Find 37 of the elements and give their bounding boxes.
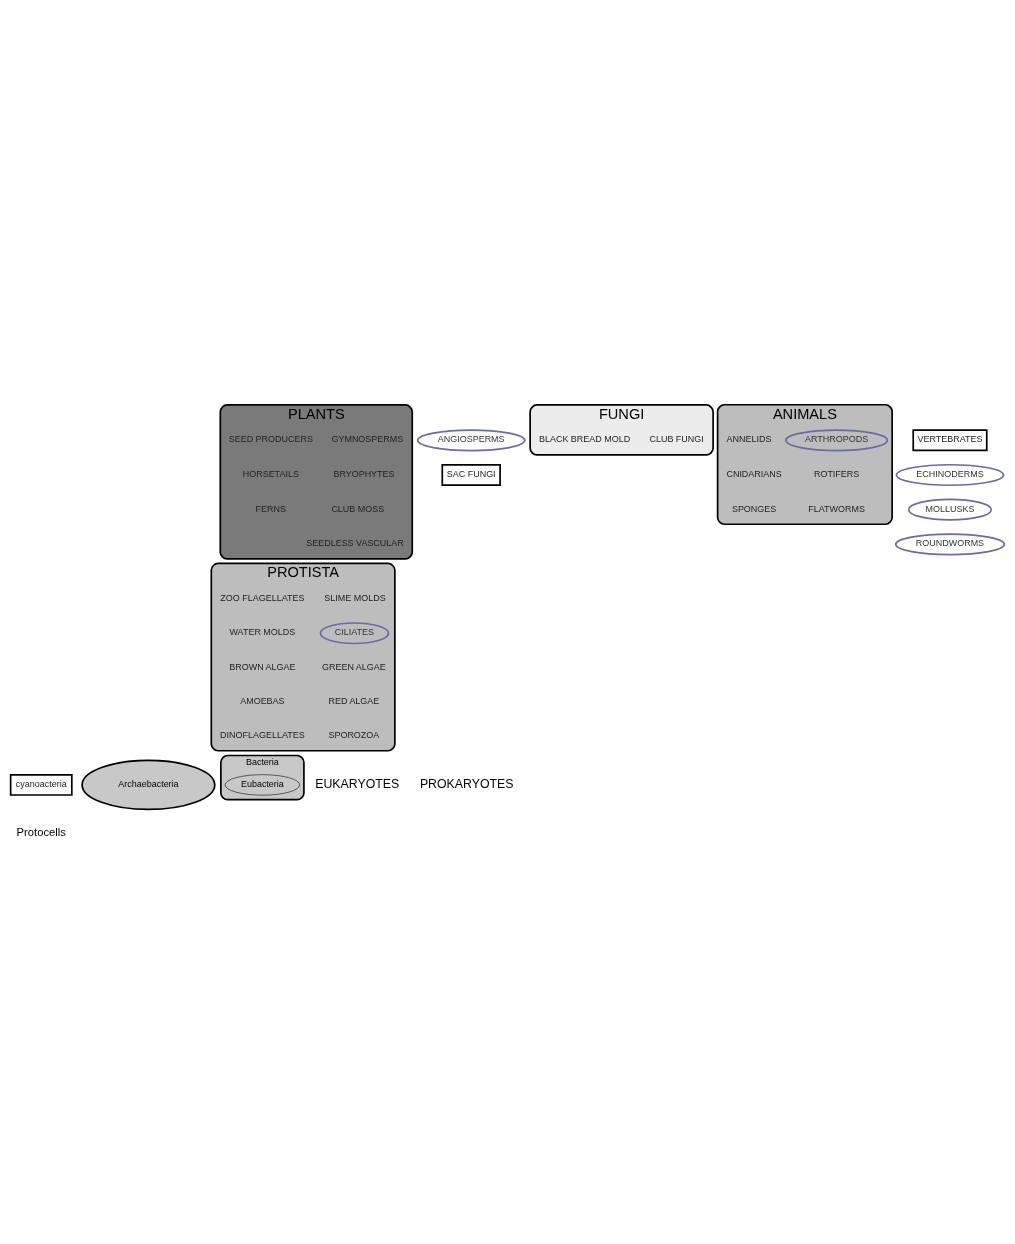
- node-text: SPOROZOA: [328, 730, 380, 741]
- node-ellipse: ROUNDWORMS: [894, 533, 1006, 556]
- node-box: VERTEBRATES: [912, 429, 988, 452]
- node-text: WATER MOLDS: [229, 627, 296, 638]
- node-text: CNIDARIANS: [726, 469, 782, 480]
- node-ellipse: ECHINODERMS: [895, 463, 1005, 487]
- label: Protocells: [16, 826, 66, 839]
- node-text: SPONGES: [731, 503, 777, 514]
- node-text: RED ALGAE: [328, 696, 380, 707]
- node-text: SEED PRODUCERS: [228, 434, 313, 445]
- node-text: GREEN ALGAE: [321, 661, 386, 672]
- node-text: SLIME MOLDS: [324, 592, 386, 603]
- node-box: SAC FUNGI: [441, 464, 501, 486]
- node-ellipse: MOLLUSKS: [907, 498, 993, 521]
- node-text: CLUB MOSS: [331, 503, 385, 514]
- label: PROKARYOTES: [419, 777, 514, 792]
- node-ellipse: ANGIOSPERMS: [416, 429, 526, 452]
- node-text: CLUB FUNGI: [649, 434, 704, 445]
- node-text: GYMNOSPERMS: [331, 434, 404, 445]
- node-text: SEEDLESS VASCULAR: [306, 538, 404, 549]
- node-text: ROTIFERS: [813, 469, 860, 480]
- node-ellipse: CILIATES: [319, 622, 390, 645]
- node-box: cyanoacteria: [9, 773, 73, 796]
- node-text: ZOO FLAGELLATES: [220, 592, 305, 603]
- node-text: FLATWORMS: [808, 503, 865, 514]
- node-text: FERNS: [255, 503, 287, 514]
- node-text: DINOFLAGELLATES: [220, 730, 305, 741]
- node-text: ANNELIDS: [726, 434, 772, 445]
- node-text: AMOEBAS: [240, 696, 285, 707]
- node-text: BLACK BREAD MOLD: [538, 434, 631, 445]
- node-ellipse: ARTHROPODS: [784, 429, 889, 452]
- node-ellipse: Eubacteria: [224, 774, 300, 796]
- node-text: BROWN ALGAE: [229, 661, 296, 672]
- node-text: BRYOPHYTES: [333, 469, 395, 480]
- label: EUKARYOTES: [315, 777, 400, 792]
- node-text: HORSETAILS: [242, 469, 299, 480]
- node-ellipse: Archaebacteria: [81, 759, 216, 811]
